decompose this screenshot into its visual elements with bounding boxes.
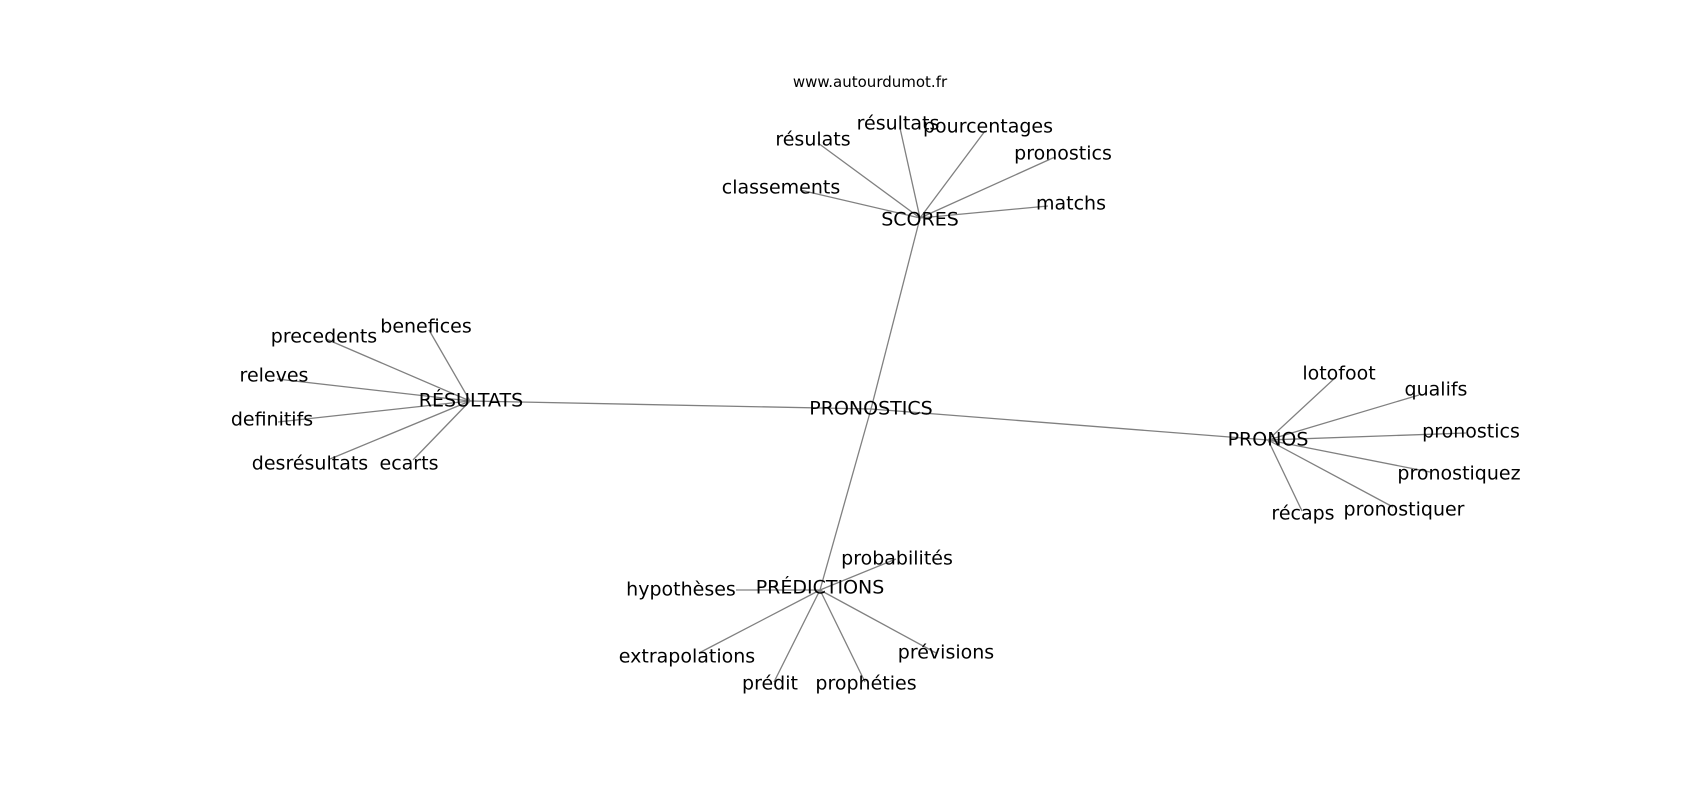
hub-node-resultats: RÉSULTATS: [418, 389, 524, 412]
leaf-node-resulats: résulats: [775, 128, 851, 151]
leaf-node-qualifs: qualifs: [1404, 378, 1468, 401]
edge-resultats-releves: [276, 378, 471, 402]
leaf-node-matchs: matchs: [1036, 192, 1106, 215]
leaf-node-resultats-scores: résultats: [856, 112, 940, 135]
leaf-node-classements: classements: [721, 176, 841, 199]
edge-scores-resulats: [817, 142, 921, 219]
leaf-node-hypotheses: hypothèses: [626, 578, 736, 601]
edge-resultats-ecarts: [412, 400, 471, 461]
leaf-node-pronostics-pronos: pronostics: [1422, 420, 1520, 443]
edge-predictions-previsions: [819, 589, 937, 654]
hub-node-predictions: PRÉDICTIONS: [755, 576, 885, 599]
hub-node-scores: SCORES: [881, 208, 959, 231]
edge-scores-classements: [799, 189, 921, 219]
edge-center-scores: [870, 217, 921, 410]
edge-pronos-lotofoot: [1267, 376, 1337, 441]
hub-node-pronos: PRONOS: [1227, 428, 1309, 451]
leaf-node-predit: prédit: [742, 672, 798, 695]
edge-pronos-pronostics: [1267, 432, 1467, 441]
edge-center-resultats: [469, 400, 872, 410]
leaf-node-previsions: prévisions: [897, 641, 995, 664]
leaf-node-pronostiquez: pronostiquez: [1397, 462, 1521, 485]
edge-center-predictions: [819, 408, 872, 591]
edge-resultats-benefices: [428, 329, 471, 402]
leaf-node-precedents: precedents: [270, 325, 378, 348]
edge-resultats-precedents: [325, 338, 471, 402]
edge-scores-pourcentages: [919, 130, 986, 219]
leaf-node-pronostics-scores: pronostics: [1014, 142, 1112, 165]
leaf-node-benefices: benefices: [380, 315, 472, 338]
watermark-text: www.autourdumot.fr: [792, 73, 948, 91]
edge-pronos-pronostiquer: [1267, 439, 1394, 508]
edge-center-pronos: [870, 408, 1269, 441]
leaf-node-lotofoot: lotofoot: [1302, 362, 1376, 385]
edge-pronos-recaps: [1267, 439, 1303, 512]
edge-pronos-qualifs: [1267, 394, 1420, 441]
edge-predictions-extrapolations: [698, 589, 821, 654]
edge-scores-resultats: [899, 127, 921, 219]
edge-resultats-definitifs: [277, 400, 471, 423]
leaf-node-probabilites: probabilités: [841, 547, 953, 570]
leaf-node-extrapolations: extrapolations: [618, 645, 756, 668]
edge-predictions-propheties: [819, 589, 866, 683]
edge-predictions-probabilites: [819, 558, 897, 591]
leaf-node-pourcentages: pourcentages: [922, 115, 1054, 138]
edge-predictions-predit: [773, 589, 821, 683]
leaf-node-releves: releves: [239, 364, 309, 387]
leaf-node-recaps: récaps: [1271, 502, 1335, 525]
edge-resultats-desresultats: [329, 400, 471, 460]
edge-scores-matchs: [919, 205, 1049, 219]
leaf-node-desresultats: desrésultats: [251, 452, 369, 475]
center-node-label: PRONOSTICS: [809, 397, 933, 420]
leaf-node-propheties: prophéties: [815, 672, 917, 695]
leaf-node-definitifs: definitifs: [230, 408, 314, 431]
edge-pronos-pronostiquez: [1267, 439, 1431, 473]
leaf-node-pronostiquer: pronostiquer: [1343, 498, 1465, 521]
edge-scores-pronostics: [919, 156, 1056, 219]
leaf-node-ecarts: ecarts: [379, 452, 439, 475]
